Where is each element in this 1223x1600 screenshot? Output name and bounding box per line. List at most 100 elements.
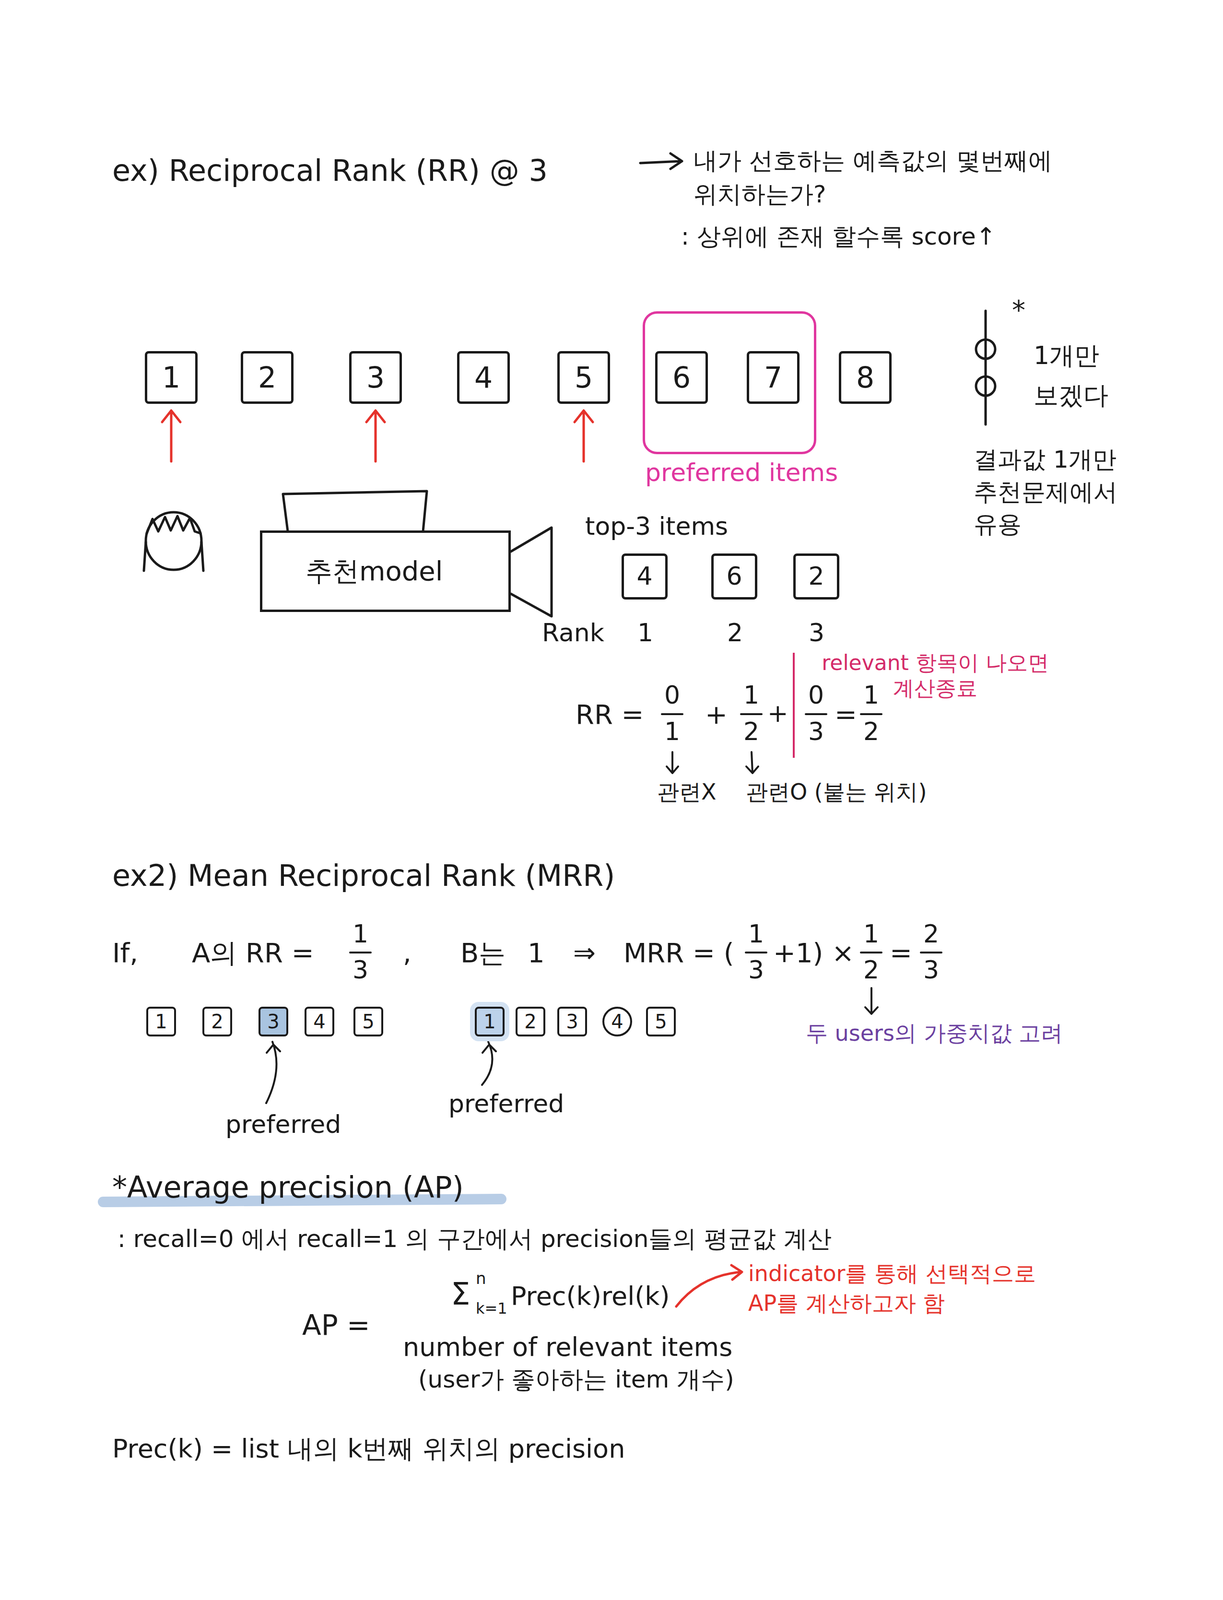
note-text: : 상위에 존재 할수록 score↑	[681, 223, 997, 251]
item-number: 5	[574, 361, 593, 395]
item-box: 8	[838, 351, 892, 404]
operator: +	[767, 699, 789, 729]
fraction-digit: 0	[808, 681, 824, 710]
item-box: 1	[146, 1006, 177, 1037]
fraction-digit: 3	[808, 717, 824, 747]
item-number: 4	[611, 1010, 624, 1033]
item-number: 3	[366, 361, 385, 395]
item-box: 7	[746, 351, 800, 404]
marker-symbol	[976, 376, 996, 396]
item-number: 7	[764, 361, 783, 395]
item-number: 1	[162, 361, 181, 395]
item-box: 2	[240, 351, 294, 404]
pointer-arrow	[482, 1041, 496, 1085]
item-number: 2	[258, 361, 277, 395]
item-box: 6	[655, 351, 708, 404]
operator: ⇒	[573, 937, 596, 969]
fraction-digit: 3	[923, 955, 940, 985]
pointer-arrow	[676, 1265, 742, 1307]
formula-text: A의 RR =	[191, 937, 315, 969]
operator: =	[889, 937, 913, 969]
item-box: 4	[304, 1006, 335, 1037]
item-box: 2	[202, 1006, 233, 1037]
rank-number: 3	[808, 618, 825, 648]
formula-text: MRR = (	[623, 937, 735, 969]
rank-number: 1	[637, 618, 654, 648]
item-box: 5	[353, 1006, 384, 1037]
note-text: 결과값 1개만 추천문제에서 유용	[973, 443, 1147, 541]
sum-limit: k=1	[475, 1299, 508, 1318]
formula-text: AP =	[302, 1309, 371, 1342]
note-text: 관련O (붙는 위치)	[745, 779, 927, 805]
item-number: 2	[808, 562, 824, 591]
item-number: 4	[474, 361, 493, 395]
item-number: 2	[524, 1010, 537, 1033]
section-heading: ex) Reciprocal Rank (RR) @ 3	[112, 153, 548, 188]
item-number: 5	[362, 1010, 375, 1033]
preferred-group: preferred items67	[642, 311, 817, 455]
fraction-digit: 2	[863, 717, 880, 747]
item-number: 3	[267, 1010, 280, 1033]
definition-text: : recall=0 에서 recall=1 의 구간에서 precision들…	[117, 1225, 832, 1254]
pointer-label: preferred	[448, 1089, 565, 1119]
up-arrow	[162, 410, 181, 462]
formula-text: (user가 좋아하는 item 개수)	[418, 1365, 735, 1394]
item-box: 3	[557, 1006, 588, 1037]
sum-limit: n	[475, 1269, 487, 1288]
marker-symbol	[976, 339, 996, 359]
item-number: 1	[154, 1010, 167, 1033]
item-box: 6	[711, 553, 758, 600]
rank-number: 2	[727, 618, 743, 648]
item-box: 5	[646, 1006, 676, 1037]
model-label: 추천model	[305, 555, 443, 587]
item-box: 1	[144, 351, 198, 404]
stop-line	[792, 652, 795, 758]
fraction-digit: 1	[748, 919, 765, 949]
fraction-digit: 2	[863, 955, 880, 985]
list-heading: top-3 items	[585, 512, 729, 541]
item-number: 5	[654, 1010, 667, 1033]
fraction-digit: 1	[352, 919, 369, 949]
item-number: 4	[313, 1010, 326, 1033]
annotation: 두 users의 가중치값 고려	[805, 1020, 1063, 1047]
axis-label: Rank	[541, 618, 605, 648]
asterisk-mark: *	[1011, 294, 1026, 326]
camera-lens	[510, 527, 552, 617]
fraction-digit: 1	[863, 919, 880, 949]
formula-text: If,	[112, 937, 139, 969]
item-box: 5	[557, 351, 611, 404]
item-number: 8	[856, 361, 875, 395]
down-arrow	[746, 752, 759, 774]
up-arrow	[366, 410, 385, 462]
note-text: 관련X	[657, 779, 717, 805]
section-heading: *Average precision (AP)	[112, 1170, 464, 1205]
highlighted-item: 3	[258, 1006, 289, 1037]
definition-text: Prec(k) = list 내의 k번째 위치의 precision	[112, 1434, 625, 1464]
item-box: 4	[621, 553, 668, 600]
item-number: 1	[483, 1010, 496, 1033]
highlighted-item: 1	[474, 1006, 505, 1037]
up-arrow	[574, 410, 593, 462]
fraction-digit: 3	[748, 955, 765, 985]
formula-text: RR =	[575, 699, 645, 730]
pointer-label: preferred	[225, 1110, 342, 1140]
formula-text: +1) ×	[773, 937, 855, 969]
item-number: 6	[726, 562, 742, 591]
model-box: 추천model	[259, 530, 511, 612]
item-number: 6	[672, 361, 691, 395]
fraction-digit: 1	[863, 681, 880, 710]
formula-text: ,	[402, 937, 412, 969]
annotation: relevant 항목이 나오면 계산종료	[810, 650, 1060, 702]
operator: =	[834, 699, 858, 730]
sum-symbol: Σ	[450, 1276, 471, 1313]
fraction-digit: 0	[664, 681, 681, 710]
down-arrow	[865, 987, 878, 1014]
fraction-digit: 1	[743, 681, 760, 710]
user-icon	[143, 512, 204, 571]
pointer-arrow	[266, 1041, 281, 1104]
pointer-arrow	[640, 153, 683, 169]
fraction-digit: 2	[923, 919, 940, 949]
marker-symbol	[984, 310, 988, 425]
formula-text: 1	[527, 937, 545, 969]
